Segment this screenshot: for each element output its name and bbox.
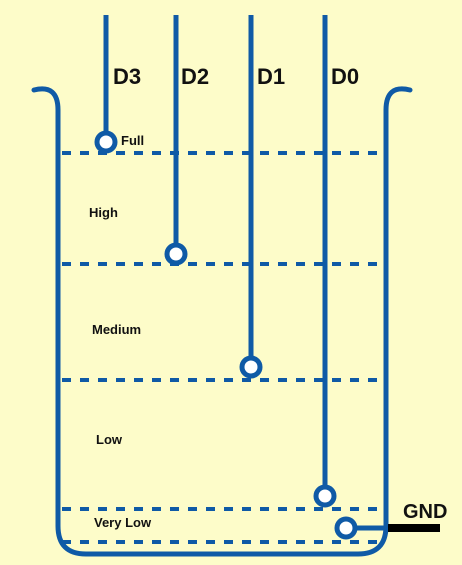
level-label-full: Full xyxy=(121,133,144,148)
ground-probe-tip xyxy=(334,516,358,540)
probe-tip-d2 xyxy=(164,242,188,266)
ground-label: GND xyxy=(403,501,447,523)
probe-wires xyxy=(103,15,328,487)
probe-label-d3: D3 xyxy=(113,64,141,89)
tank-outline xyxy=(31,86,413,557)
probe-tip-d1 xyxy=(239,355,263,379)
ground-bar xyxy=(388,524,440,532)
probe-label-d1: D1 xyxy=(257,64,285,89)
level-label-low: Low xyxy=(96,432,123,447)
level-label-medium: Medium xyxy=(92,322,141,337)
probe-tip-d3 xyxy=(94,130,118,154)
level-label-very-low: Very Low xyxy=(94,515,152,530)
probe-tip-d0 xyxy=(313,484,337,508)
probe-tips xyxy=(94,130,358,540)
probe-label-d0: D0 xyxy=(331,64,359,89)
level-label-high: High xyxy=(89,205,118,220)
probe-label-d2: D2 xyxy=(181,64,209,89)
